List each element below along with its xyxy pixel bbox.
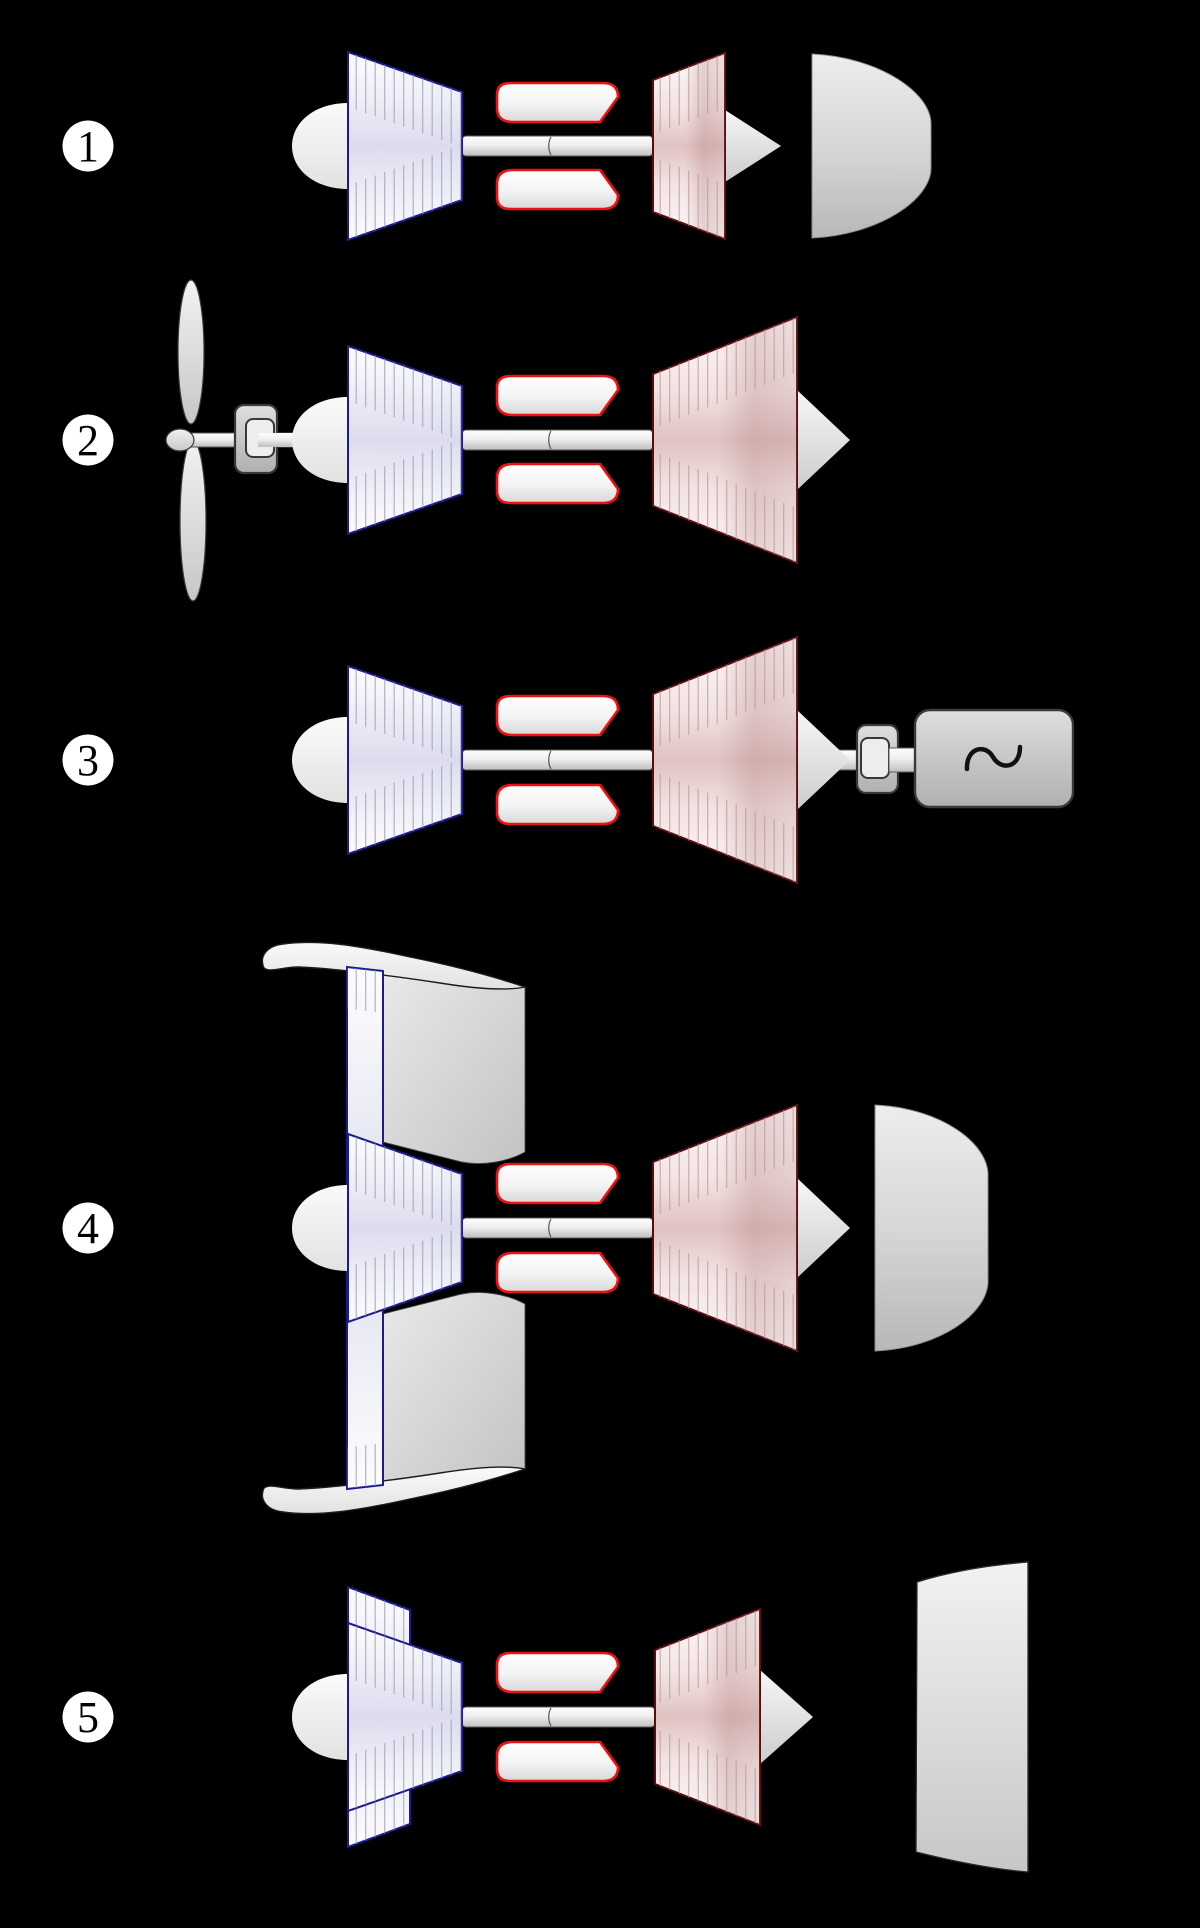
nacelle-cowl-lower	[261, 1466, 528, 1515]
row-number-label: 5	[77, 1693, 99, 1742]
turbine-hatch	[653, 157, 725, 239]
engine-row-turbojet: 1	[62, 50, 932, 242]
shaft	[461, 135, 654, 157]
compressor-hatch	[348, 759, 462, 854]
compressor-hatch	[348, 346, 462, 441]
propeller-blade-upper	[177, 279, 205, 425]
nacelle-cowl-upper	[261, 941, 528, 990]
inlet-spinner	[292, 397, 348, 483]
propeller-hub	[165, 428, 195, 452]
exhaust-cone	[725, 110, 781, 182]
turbine-hatch	[653, 637, 797, 749]
combustion-chamber-upper	[495, 374, 620, 417]
inlet-spinner	[292, 103, 348, 189]
row-number-badge	[62, 1691, 114, 1743]
compressor-hatch	[348, 666, 462, 761]
compressor-hatch	[348, 439, 462, 534]
exhaust-nozzle	[811, 53, 932, 239]
engine-row-propfan: 5	[62, 1561, 1029, 1873]
shaft	[461, 1217, 654, 1239]
row-number-label: 3	[77, 736, 99, 785]
open-rotor-blade	[915, 1561, 1029, 1873]
fan-hatch	[347, 1443, 383, 1489]
compressor-hatch	[348, 1716, 462, 1811]
combustion-chamber-upper	[495, 1162, 620, 1205]
generator-coupling	[888, 747, 918, 773]
exhaust-cone	[760, 1670, 813, 1764]
exhaust-cone	[797, 390, 850, 490]
row-number-badge	[62, 414, 114, 466]
fan-hatch	[347, 967, 383, 1013]
combustion-chamber-lower	[495, 1740, 620, 1783]
shaft-joint	[548, 430, 552, 450]
combustion-chamber-lower	[495, 783, 620, 826]
inlet-spinner	[292, 717, 348, 803]
combustion-chamber-upper	[495, 694, 620, 737]
bypass-duct-upper	[382, 970, 526, 1164]
exhaust-cone	[797, 1178, 850, 1278]
turbine-hatch	[653, 1239, 797, 1351]
row-number-label: 1	[77, 122, 99, 171]
turbine-hatch	[653, 53, 725, 135]
shaft	[461, 429, 654, 451]
turbine-hatch	[653, 317, 797, 429]
exhaust-nozzle	[874, 1104, 989, 1352]
compressor-hatch	[348, 52, 462, 147]
shaft-joint	[548, 136, 552, 156]
compressor-hatch	[348, 145, 462, 240]
shaft-joint	[548, 1218, 552, 1238]
combustion-chamber-lower	[495, 168, 620, 211]
compressor-hatch	[348, 1227, 462, 1322]
row-number-label: 2	[77, 416, 99, 465]
sine-wave-icon	[964, 744, 1023, 772]
combustion-chamber-upper	[495, 1651, 620, 1694]
engine-row-turbofan: 4	[62, 941, 989, 1515]
turbine-hatch	[653, 1105, 797, 1217]
shaft	[461, 1706, 656, 1728]
turbine-hatch	[653, 771, 797, 883]
combustion-chamber-lower	[495, 462, 620, 505]
output-gearbox-inner	[860, 737, 890, 779]
compressor-hatch	[348, 1623, 462, 1718]
row-number-badge	[62, 120, 114, 172]
bypass-duct-lower	[382, 1292, 526, 1486]
shaft	[461, 749, 654, 771]
inlet-spinner	[292, 1674, 348, 1760]
turbine-hatch	[653, 451, 797, 563]
inlet-spinner	[292, 1185, 348, 1271]
engine-row-turboprop: 2	[62, 279, 850, 602]
combustion-chamber-lower	[495, 1251, 620, 1294]
combustion-chamber-upper	[495, 81, 620, 124]
turbine-hatch	[655, 1729, 760, 1825]
row-number-badge	[62, 1202, 114, 1254]
compressor-hatch	[348, 1134, 462, 1229]
engine-row-turboshaft: 3	[62, 635, 1075, 885]
exhaust-cone	[797, 710, 850, 810]
shaft-joint	[548, 1707, 552, 1727]
row-number-label: 4	[77, 1204, 99, 1253]
row-number-badge	[62, 734, 114, 786]
turbine-hatch	[655, 1609, 760, 1705]
shaft-joint	[548, 750, 552, 770]
propeller-blade-lower	[179, 440, 207, 602]
